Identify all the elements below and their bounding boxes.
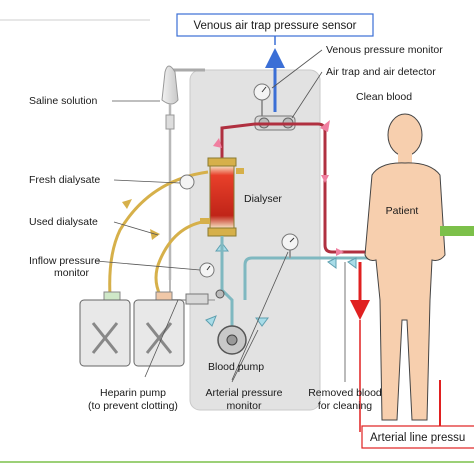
fresh-dialysate-jug xyxy=(79,291,131,367)
heparin-syringe xyxy=(185,293,209,305)
clean-blood-marker xyxy=(320,120,330,132)
saline-bag xyxy=(161,65,205,280)
venous-air-trap-sensor-box: Venous air trap pressure sensor xyxy=(176,13,374,37)
fresh-dialysate-label: Fresh dialysate xyxy=(29,174,100,186)
patient-label: Patient xyxy=(386,205,419,217)
removed-blood-marker xyxy=(255,317,269,327)
air-trap-label: Air trap and air detector xyxy=(326,66,436,78)
clean-blood-line xyxy=(220,122,370,254)
fresh-dialysate-line xyxy=(108,170,209,296)
arterial-pressure-monitor-label-line1: Arterial pressure xyxy=(205,387,282,399)
leader-lines xyxy=(95,49,346,383)
arterial-pressure-gauge xyxy=(281,233,299,258)
arterial-sensor-label: Arterial line pressu xyxy=(370,432,465,444)
arterial-down-arrow xyxy=(350,262,441,432)
heparin-pump-label-line1: Heparin pump xyxy=(100,387,166,399)
dialyser: Dialyser xyxy=(200,157,282,237)
blood-pump-label: Blood pump xyxy=(208,361,264,373)
fresh-dialysate-arrow xyxy=(122,199,132,209)
venous-sensor-label: Venous air trap pressure sensor xyxy=(193,20,356,32)
patient-figure xyxy=(364,113,446,421)
arterial-pressure-monitor-label-line2: monitor xyxy=(226,400,262,412)
venous-pressure-gauge xyxy=(253,83,271,118)
venous-up-arrow xyxy=(265,36,285,112)
venous-pressure-monitor-label: Venous pressure monitor xyxy=(326,44,443,56)
used-dialysate-jug xyxy=(133,291,185,367)
inflow-pressure-gauge xyxy=(199,262,215,278)
removed-blood-label-line2: for cleaning xyxy=(318,400,372,412)
clean-blood-label: Clean blood xyxy=(356,91,412,103)
clean-blood-marker xyxy=(321,175,329,183)
clean-blood-marker xyxy=(336,248,344,256)
dialyser-label: Dialyser xyxy=(244,193,282,205)
inflow-pressure-label-line2: monitor xyxy=(54,267,90,279)
blood-pump-marker xyxy=(205,315,217,327)
arterial-line-pressure-box: Arterial line pressu xyxy=(361,425,474,449)
removed-blood-marker xyxy=(327,257,337,269)
saline-label: Saline solution xyxy=(29,95,97,107)
heparin-connector xyxy=(215,289,225,299)
removed-blood-line xyxy=(220,236,370,330)
inflow-pressure-label-line1: Inflow pressure xyxy=(29,255,100,267)
green-line xyxy=(440,226,474,236)
blood-pump xyxy=(217,325,247,355)
used-dialysate-label: Used dialysate xyxy=(29,216,98,228)
removed-blood-label-line1: Removed blood xyxy=(308,387,382,399)
used-dialysate-line xyxy=(154,219,209,296)
clean-blood-marker xyxy=(213,138,222,148)
removed-blood-marker xyxy=(347,257,357,269)
heparin-pump-label-line2: (to prevent clotting) xyxy=(88,400,178,412)
dialysate-gauge xyxy=(179,174,195,190)
